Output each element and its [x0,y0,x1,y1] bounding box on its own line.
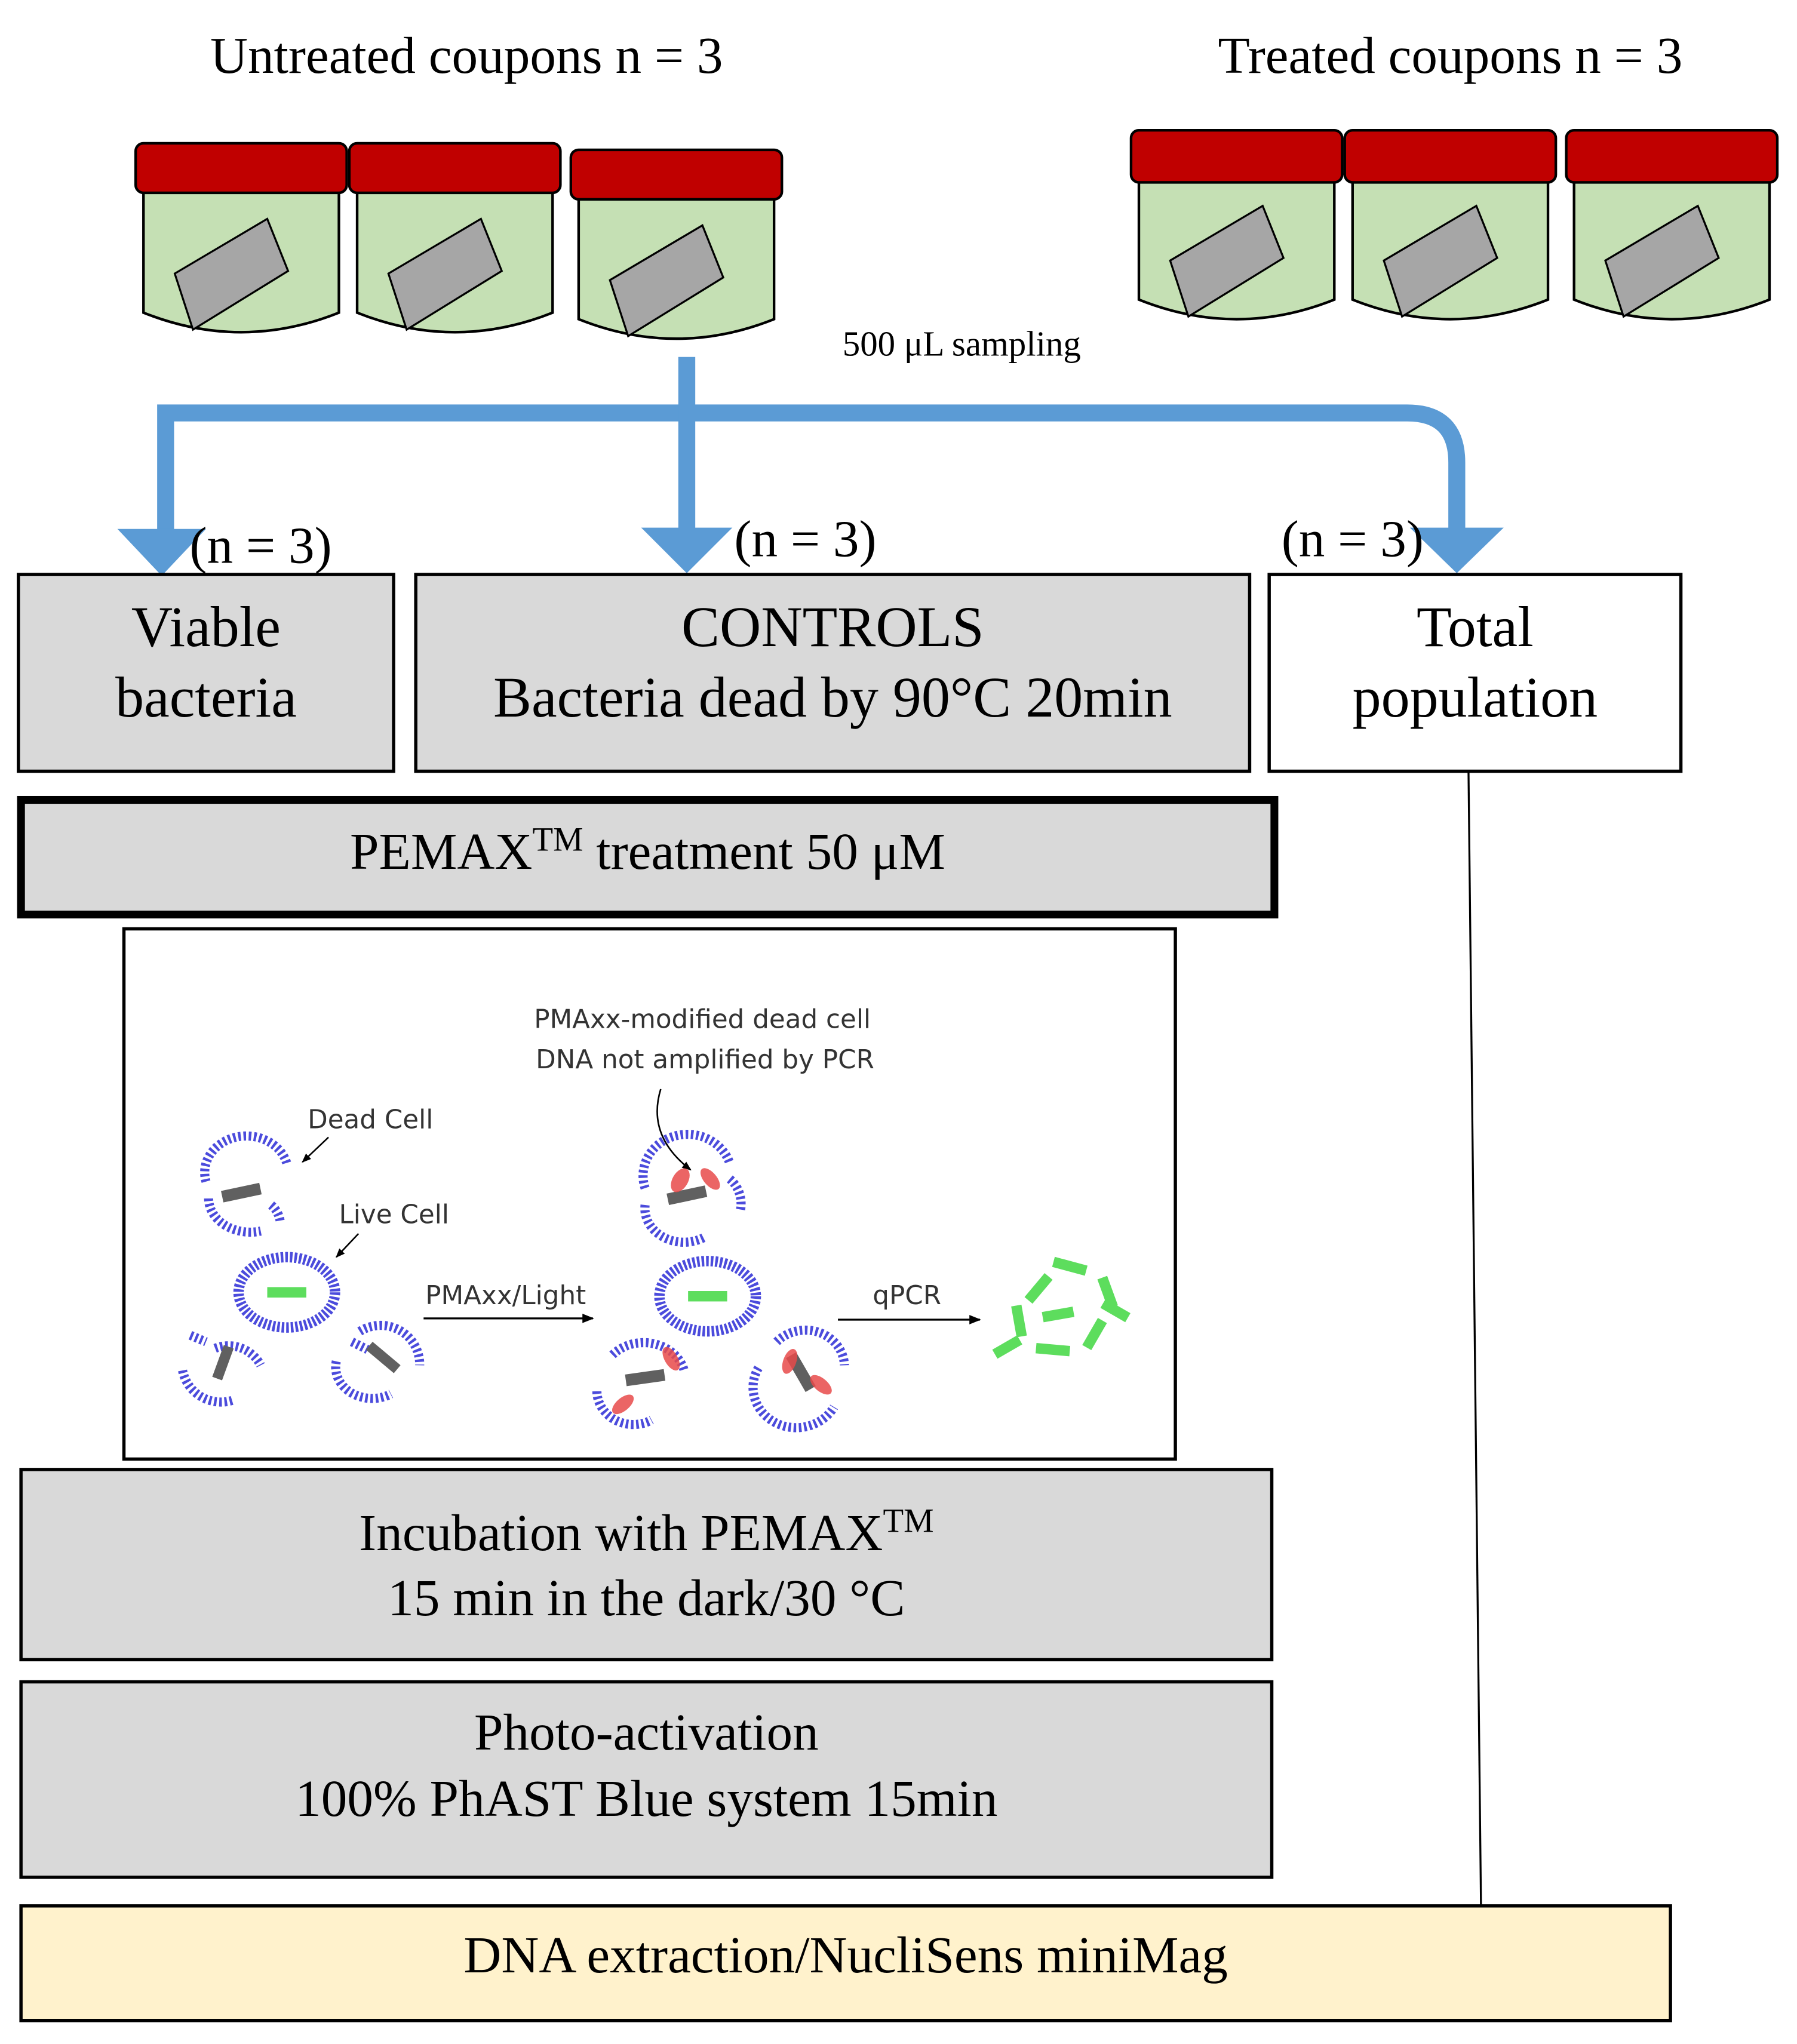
n-label-total: (n = 3) [1282,510,1424,568]
controls-box: CONTROLS Bacteria dead by 90°C 20min [414,573,1252,773]
live-cell-left [233,1252,340,1333]
dead-cell-pointer [302,1136,329,1163]
amplified-dna-fragments [992,1256,1131,1359]
dead-cell-fragments-left [178,1131,425,1407]
pemax-treatment-text: PEMAXTM treatment 50 μM [350,821,945,881]
pmaxx-modified-cell-top [638,1129,746,1247]
total-population-box: Total population [1267,573,1683,773]
sampling-arrowheads [117,527,1504,576]
controls-line-2: Bacteria dead by 90°C 20min [493,665,1172,729]
qpcr-label: qPCR [873,1281,941,1311]
untreated-jar-2 [348,142,562,334]
treated-jar-3 [1565,128,1779,321]
untreated-jar-3 [569,148,784,340]
total-line-2: population [1353,665,1598,729]
n-label-controls: (n = 3) [734,510,876,568]
incubation-line-1: Incubation with PEMAXTM [359,1502,933,1562]
pmaxx-modified-cells-bottom [592,1325,849,1433]
incubation-box: Incubation with PEMAXTM 15 min in the da… [19,1468,1274,1662]
viable-line-2: bacteria [115,665,297,729]
dna-extraction-text: DNA extraction/NucliSens miniMag [463,1926,1227,1984]
pemax-prefix: PEMAX [350,822,532,880]
pemax-sup: TM [532,821,583,859]
photo-activation-box: Photo-activation 100% PhAST Blue system … [19,1680,1274,1879]
untreated-jar-1 [134,142,348,334]
sampling-label: 500 μL sampling [843,325,1081,364]
live-cell-label: Live Cell [339,1200,449,1230]
pmaxx-schematic: Dead Cell Live Cell PMAxx-modified dead … [122,927,1177,1461]
pmaxx-light-label: PMAxx/Light [425,1281,586,1311]
pmaxx-modified-line-1: PMAxx-modified dead cell [534,1004,871,1034]
treated-title: Treated coupons n = 3 [1218,26,1683,84]
pmaxx-modified-line-2: DNA not amplified by PCR [536,1045,874,1075]
dna-extraction-box: DNA extraction/NucliSens miniMag [19,1904,1672,2023]
pemax-suffix: treatment 50 μM [583,822,945,880]
photo-line-1: Photo-activation [474,1703,819,1761]
untreated-title: Untreated coupons n = 3 [210,26,723,84]
pmaxx-modified-pointer [656,1089,692,1171]
total-to-dna-arrow [1467,772,1489,1959]
dead-cell-label: Dead Cell [308,1105,433,1135]
viable-line-1: Viable [131,595,281,659]
live-cell-pointer [336,1233,360,1258]
incubation-line-2: 15 min in the dark/30 °C [388,1569,905,1627]
incubation-prefix: Incubation with PEMAX [359,1504,883,1562]
n-label-viable: (n = 3) [189,516,331,574]
treated-jar-2 [1343,128,1558,321]
sampling-arrows [157,356,1466,532]
treated-jar-1 [1129,128,1344,321]
pemax-treatment-box: PEMAXTM treatment 50 μM [17,795,1279,919]
photo-line-2: 100% PhAST Blue system 15min [295,1769,997,1827]
dead-cell-dna-left [212,1182,401,1381]
live-cell-middle [654,1256,761,1337]
viable-bacteria-box: Viable bacteria [17,573,395,773]
controls-line-1: CONTROLS [681,595,984,659]
incubation-sup: TM [883,1502,933,1540]
total-line-1: Total [1417,595,1534,659]
